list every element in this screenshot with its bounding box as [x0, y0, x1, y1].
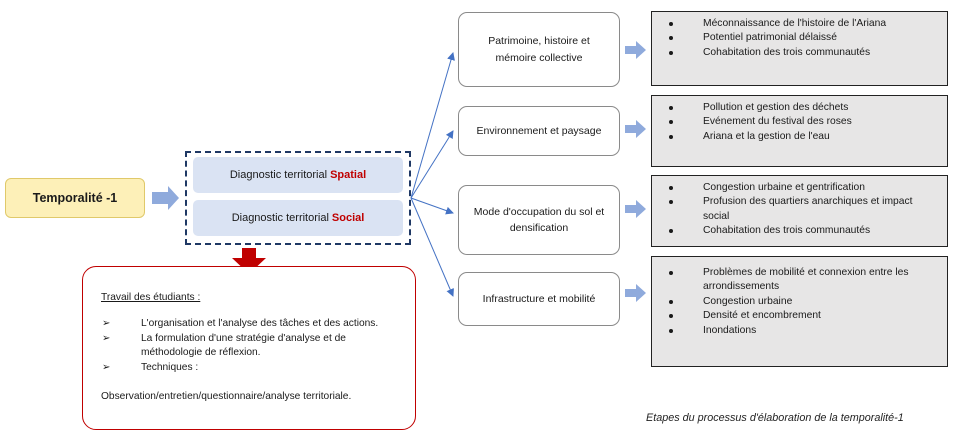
connector-environnement — [410, 130, 454, 199]
detail-infrastructure: Problèmes de mobilité et connexion entre… — [651, 256, 948, 367]
category-occupation: Mode d'occupation du sol et densificatio… — [458, 185, 620, 255]
detail-item: Méconnaissance de l'histoire de l'Ariana — [666, 17, 939, 31]
detail-occupation: Congestion urbaine et gentrification Pro… — [651, 175, 948, 247]
category-environnement-label: Environnement et paysage — [476, 124, 602, 137]
detail-item: Problèmes de mobilité et connexion entre… — [666, 266, 939, 295]
diagnostic-spatial: Diagnostic territorial Spatial — [193, 157, 403, 193]
travail-box: Travail des étudiants : L'organisation e… — [82, 266, 416, 430]
category-patrimoine-label: Patrimoine, histoire et mémoire collecti… — [488, 35, 590, 64]
travail-item: La formulation d'une stratégie d'analyse… — [101, 332, 405, 362]
travail-title: Travail des étudiants : — [101, 292, 201, 303]
detail-item: Potentiel patrimonial délaissé — [666, 31, 939, 45]
category-patrimoine: Patrimoine, histoire et mémoire collecti… — [458, 12, 620, 87]
travail-item: L'organisation et l'analyse des tâches e… — [101, 317, 405, 332]
detail-item: Densité et encombrement — [666, 309, 939, 323]
detail-patrimoine: Méconnaissance de l'histoire de l'Ariana… — [651, 11, 948, 86]
detail-item: Ariana et la gestion de l'eau — [666, 130, 939, 144]
diagnostic-spatial-prefix: Diagnostic territorial — [229, 169, 328, 181]
temporalite-box: Temporalité -1 — [5, 178, 145, 218]
connector-patrimoine — [410, 52, 455, 199]
detail-arrow-4 — [625, 284, 646, 302]
down-arrow — [232, 248, 266, 274]
detail-arrow-3 — [625, 200, 646, 218]
category-infrastructure-label: Infrastructure et mobilité — [482, 292, 596, 305]
diagnostic-group — [185, 151, 411, 245]
detail-arrow-1 — [625, 41, 646, 59]
travail-item: Techniques : — [101, 361, 405, 376]
diagnostic-social: Diagnostic territorial Social — [193, 200, 403, 236]
detail-item: Pollution et gestion des déchets — [666, 101, 939, 115]
detail-item: Congestion urbaine — [666, 295, 939, 309]
diagnostic-spatial-highlight: Spatial — [330, 169, 367, 181]
detail-item: Cohabitation des trois communautés — [666, 46, 939, 60]
travail-footer: Observation/entretien/questionnaire/anal… — [101, 390, 352, 402]
detail-arrow-2 — [625, 120, 646, 138]
temporalite-arrow — [152, 186, 179, 210]
figure-caption: Etapes du processus d'élaboration de la … — [646, 412, 904, 424]
detail-item: Evénement du festival des roses — [666, 115, 939, 129]
detail-item: Profusion des quartiers anarchiques et i… — [666, 195, 939, 224]
temporalite-label: Temporalité -1 — [32, 191, 118, 205]
detail-environnement: Pollution et gestion des déchets Evéneme… — [651, 95, 948, 167]
connector-occupation — [410, 197, 454, 215]
detail-item: Inondations — [666, 324, 939, 338]
category-environnement: Environnement et paysage — [458, 106, 620, 156]
detail-item: Congestion urbaine et gentrification — [666, 181, 939, 195]
diagnostic-social-prefix: Diagnostic territorial — [231, 212, 329, 224]
diagnostic-social-highlight: Social — [331, 212, 365, 224]
detail-item: Cohabitation des trois communautés — [666, 224, 939, 238]
category-occupation-label: Mode d'occupation du sol et densificatio… — [473, 205, 605, 234]
connector-infrastructure — [410, 197, 454, 297]
category-infrastructure: Infrastructure et mobilité — [458, 272, 620, 326]
